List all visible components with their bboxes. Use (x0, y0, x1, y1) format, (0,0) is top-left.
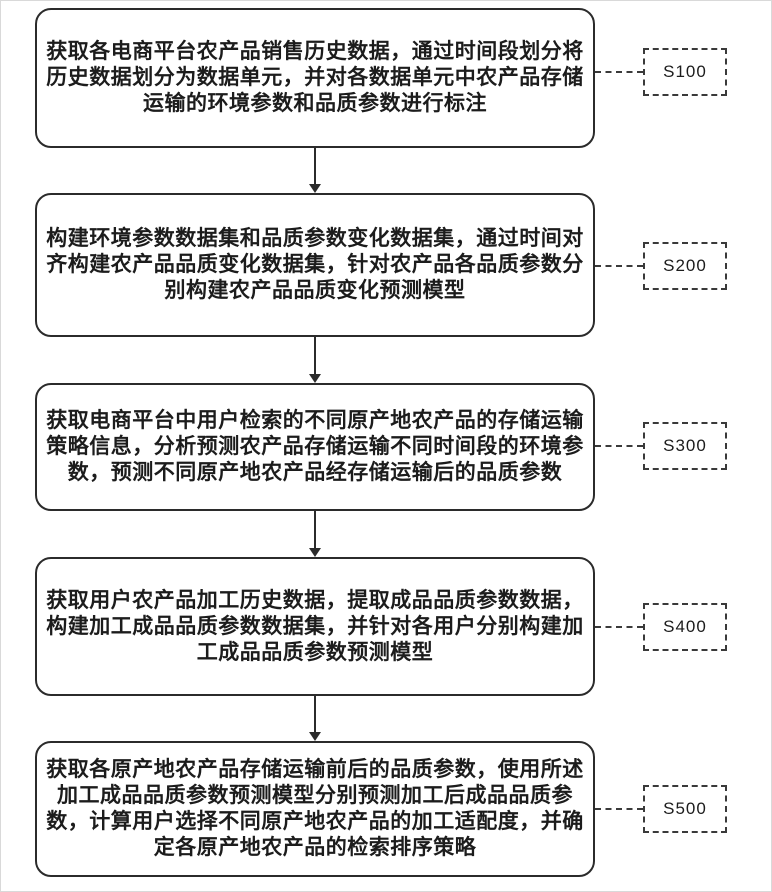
step-text-s200: 构建环境参数数据集和品质参数变化数据集，通过时间对 齐构建农产品品质变化数据集，… (46, 227, 584, 302)
flow-arrow-head-3 (309, 548, 321, 557)
step-box-s200: 构建环境参数数据集和品质参数变化数据集，通过时间对 齐构建农产品品质变化数据集，… (35, 193, 595, 337)
step-text-s500: 获取各原产地农产品存储运输前后的品质参数，使用所述 加工成品品质参数预测模型分别… (46, 758, 584, 859)
dashed-connector-s100 (595, 71, 643, 73)
step-box-s400: 获取用户农产品加工历史数据，提取成品品质参数数据， 构建加工成品品质参数数据集，… (35, 557, 595, 696)
step-label-s200: S200 (643, 242, 727, 290)
flow-arrow-head-1 (309, 184, 321, 193)
dashed-connector-s300 (595, 445, 643, 447)
step-label-s100: S100 (643, 48, 727, 96)
step-box-s300: 获取电商平台中用户检索的不同原产地农产品的存储运输 策略信息，分析预测农产品存储… (35, 383, 595, 511)
dashed-connector-s500 (595, 808, 643, 810)
step-label-text-s100: S100 (663, 62, 707, 81)
step-label-text-s200: S200 (663, 256, 707, 275)
flow-arrow-line-1 (314, 148, 316, 184)
flow-arrow-head-4 (309, 732, 321, 741)
step-label-text-s500: S500 (663, 799, 707, 818)
step-label-s400: S400 (643, 603, 727, 651)
flow-arrow-line-4 (314, 696, 316, 732)
flow-arrow-line-3 (314, 511, 316, 548)
step-text-s400: 获取用户农产品加工历史数据，提取成品品质参数数据， 构建加工成品品质参数数据集，… (46, 588, 584, 664)
step-label-s300: S300 (643, 422, 727, 470)
step-text-s100: 获取各电商平台农产品销售历史数据，通过时间段划分将 历史数据划分为数据单元，并对… (46, 40, 584, 115)
step-label-s500: S500 (643, 785, 727, 833)
step-label-text-s300: S300 (663, 436, 707, 455)
flow-arrow-head-2 (309, 374, 321, 383)
step-label-text-s400: S400 (663, 617, 707, 636)
step-text-s300: 获取电商平台中用户检索的不同原产地农产品的存储运输 策略信息，分析预测农产品存储… (46, 409, 584, 484)
step-box-s500: 获取各原产地农产品存储运输前后的品质参数，使用所述 加工成品品质参数预测模型分别… (35, 741, 595, 877)
flow-arrow-line-2 (314, 337, 316, 374)
dashed-connector-s400 (595, 626, 643, 628)
step-box-s100: 获取各电商平台农产品销售历史数据，通过时间段划分将 历史数据划分为数据单元，并对… (35, 8, 595, 148)
dashed-connector-s200 (595, 265, 643, 267)
